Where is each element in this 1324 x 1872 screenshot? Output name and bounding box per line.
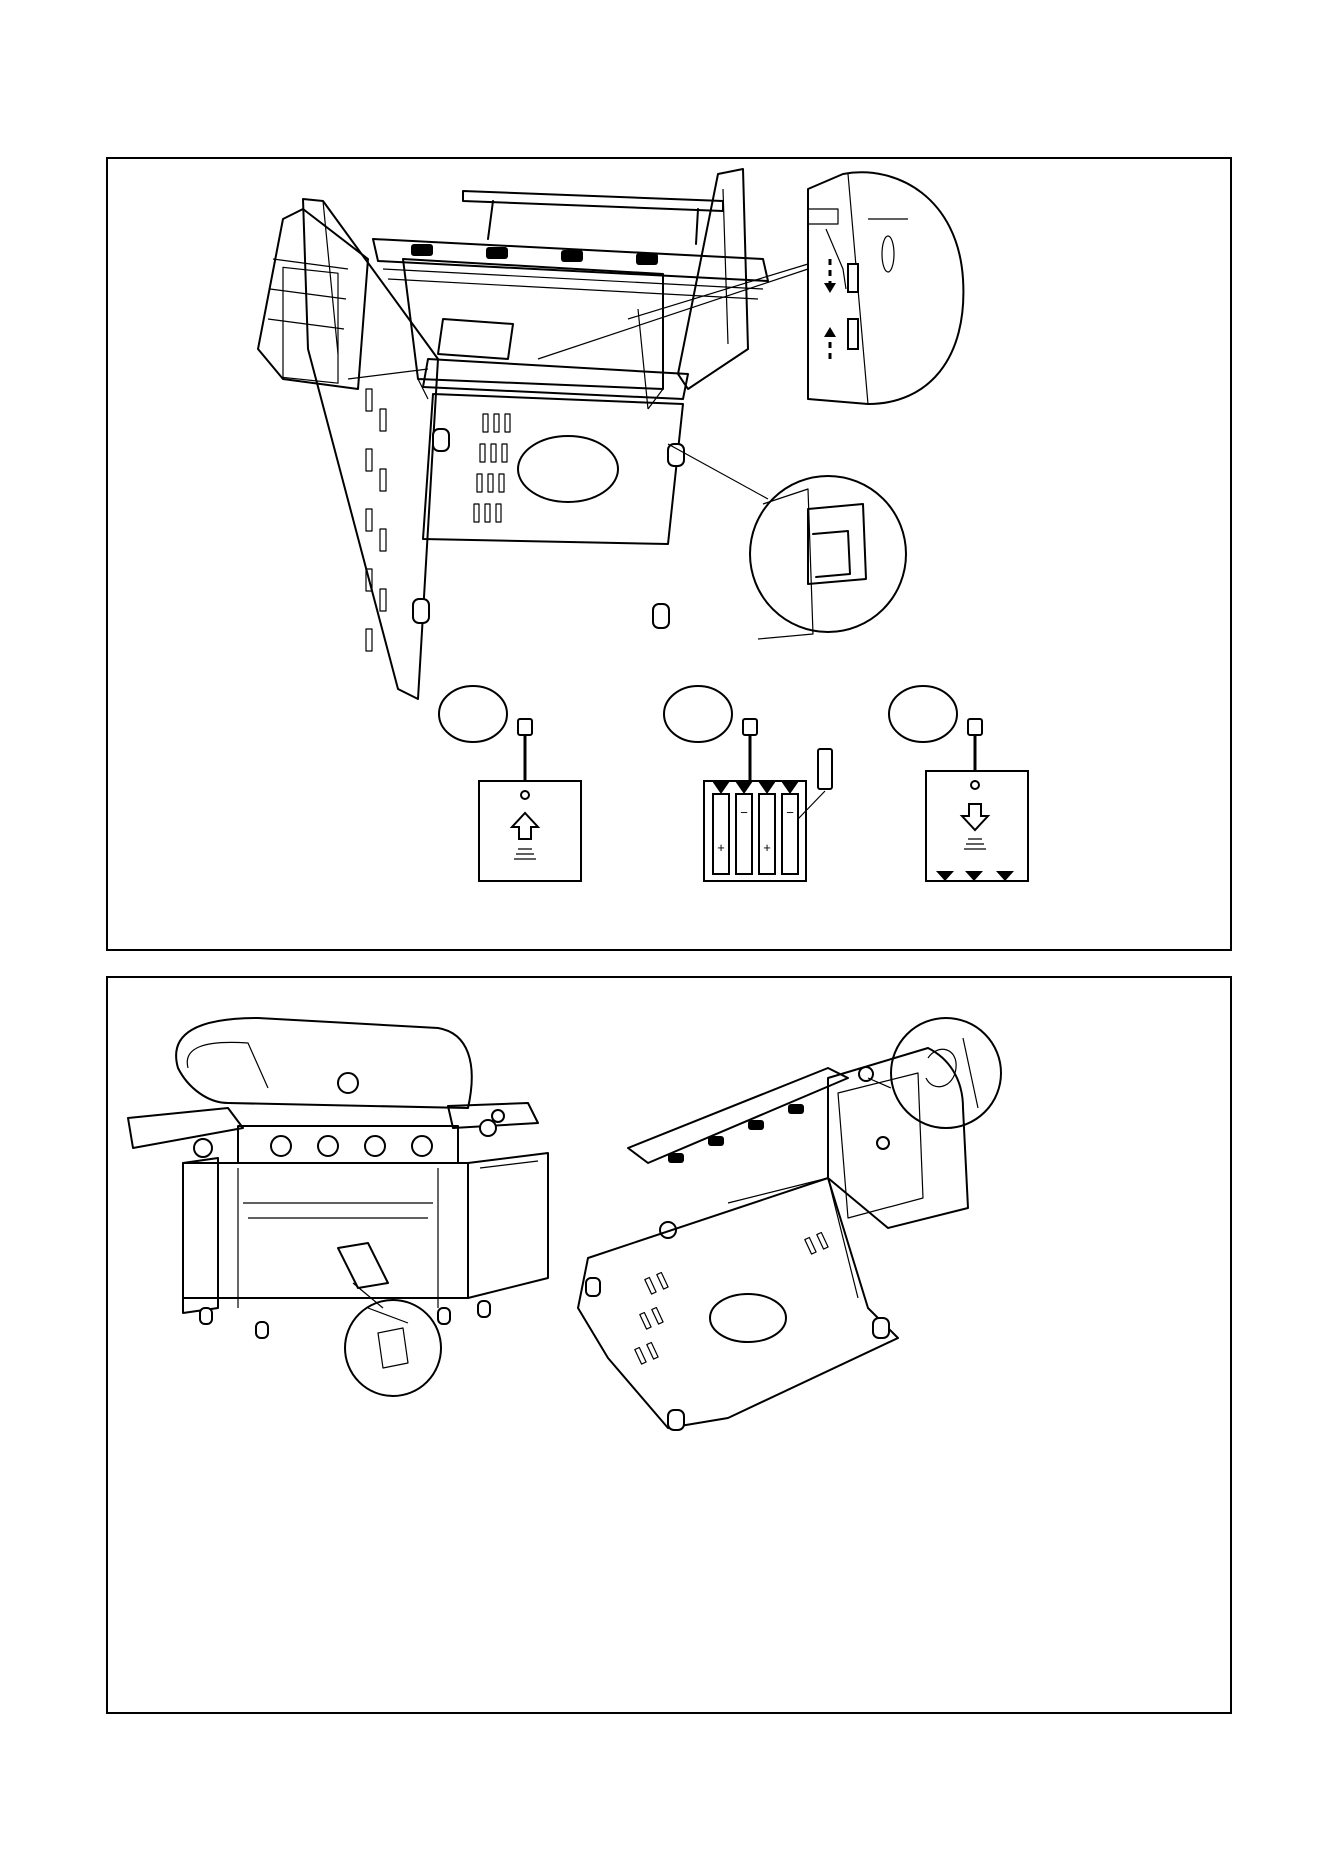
aa-battery-icon [818, 749, 832, 789]
grill-views-drawing [108, 978, 1230, 1712]
underside-vent-slots [635, 1232, 828, 1364]
step-3-marker [889, 686, 957, 742]
vent-slots [474, 414, 510, 522]
front-detail-callout [345, 1300, 441, 1396]
svg-text:−: − [786, 805, 794, 820]
step-1-open-lid [439, 686, 581, 881]
step-2-marker [664, 686, 732, 742]
grill-front-view [128, 1018, 548, 1396]
grill-underside-view [578, 1018, 1001, 1430]
grill-views-panel [106, 976, 1232, 1714]
battery-install-drawing: + − + − [108, 159, 1230, 949]
underside-caster-wheels [586, 1278, 889, 1430]
detail-callout-clip [668, 444, 906, 639]
step-2-insert-batteries: + − + − [664, 686, 832, 881]
caster-wheels [413, 429, 684, 628]
polarity-minus-label: − [740, 805, 748, 820]
polarity-plus-label: + [717, 840, 725, 855]
svg-text:+: + [763, 840, 771, 855]
grill-cart-open-doors [258, 169, 768, 699]
front-caster-wheels [200, 1301, 490, 1338]
underside-detail-callout [891, 1018, 1001, 1128]
step-3-close-lid [889, 686, 1028, 881]
step-1-marker [439, 686, 507, 742]
plug-connector-icon [518, 719, 532, 735]
battery-install-panel: + − + − [106, 157, 1232, 951]
